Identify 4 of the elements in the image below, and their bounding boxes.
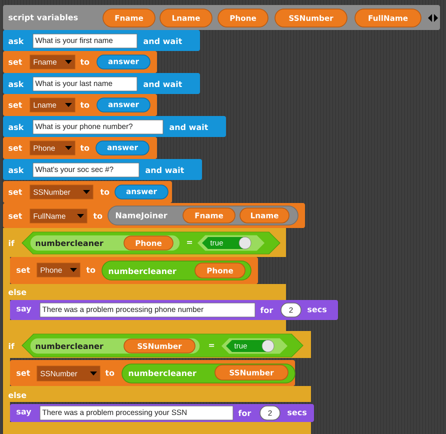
node-label: to [100, 189, 110, 195]
node-label: set [8, 189, 22, 195]
node-label: set [8, 213, 22, 219]
node-label: to [93, 213, 102, 219]
